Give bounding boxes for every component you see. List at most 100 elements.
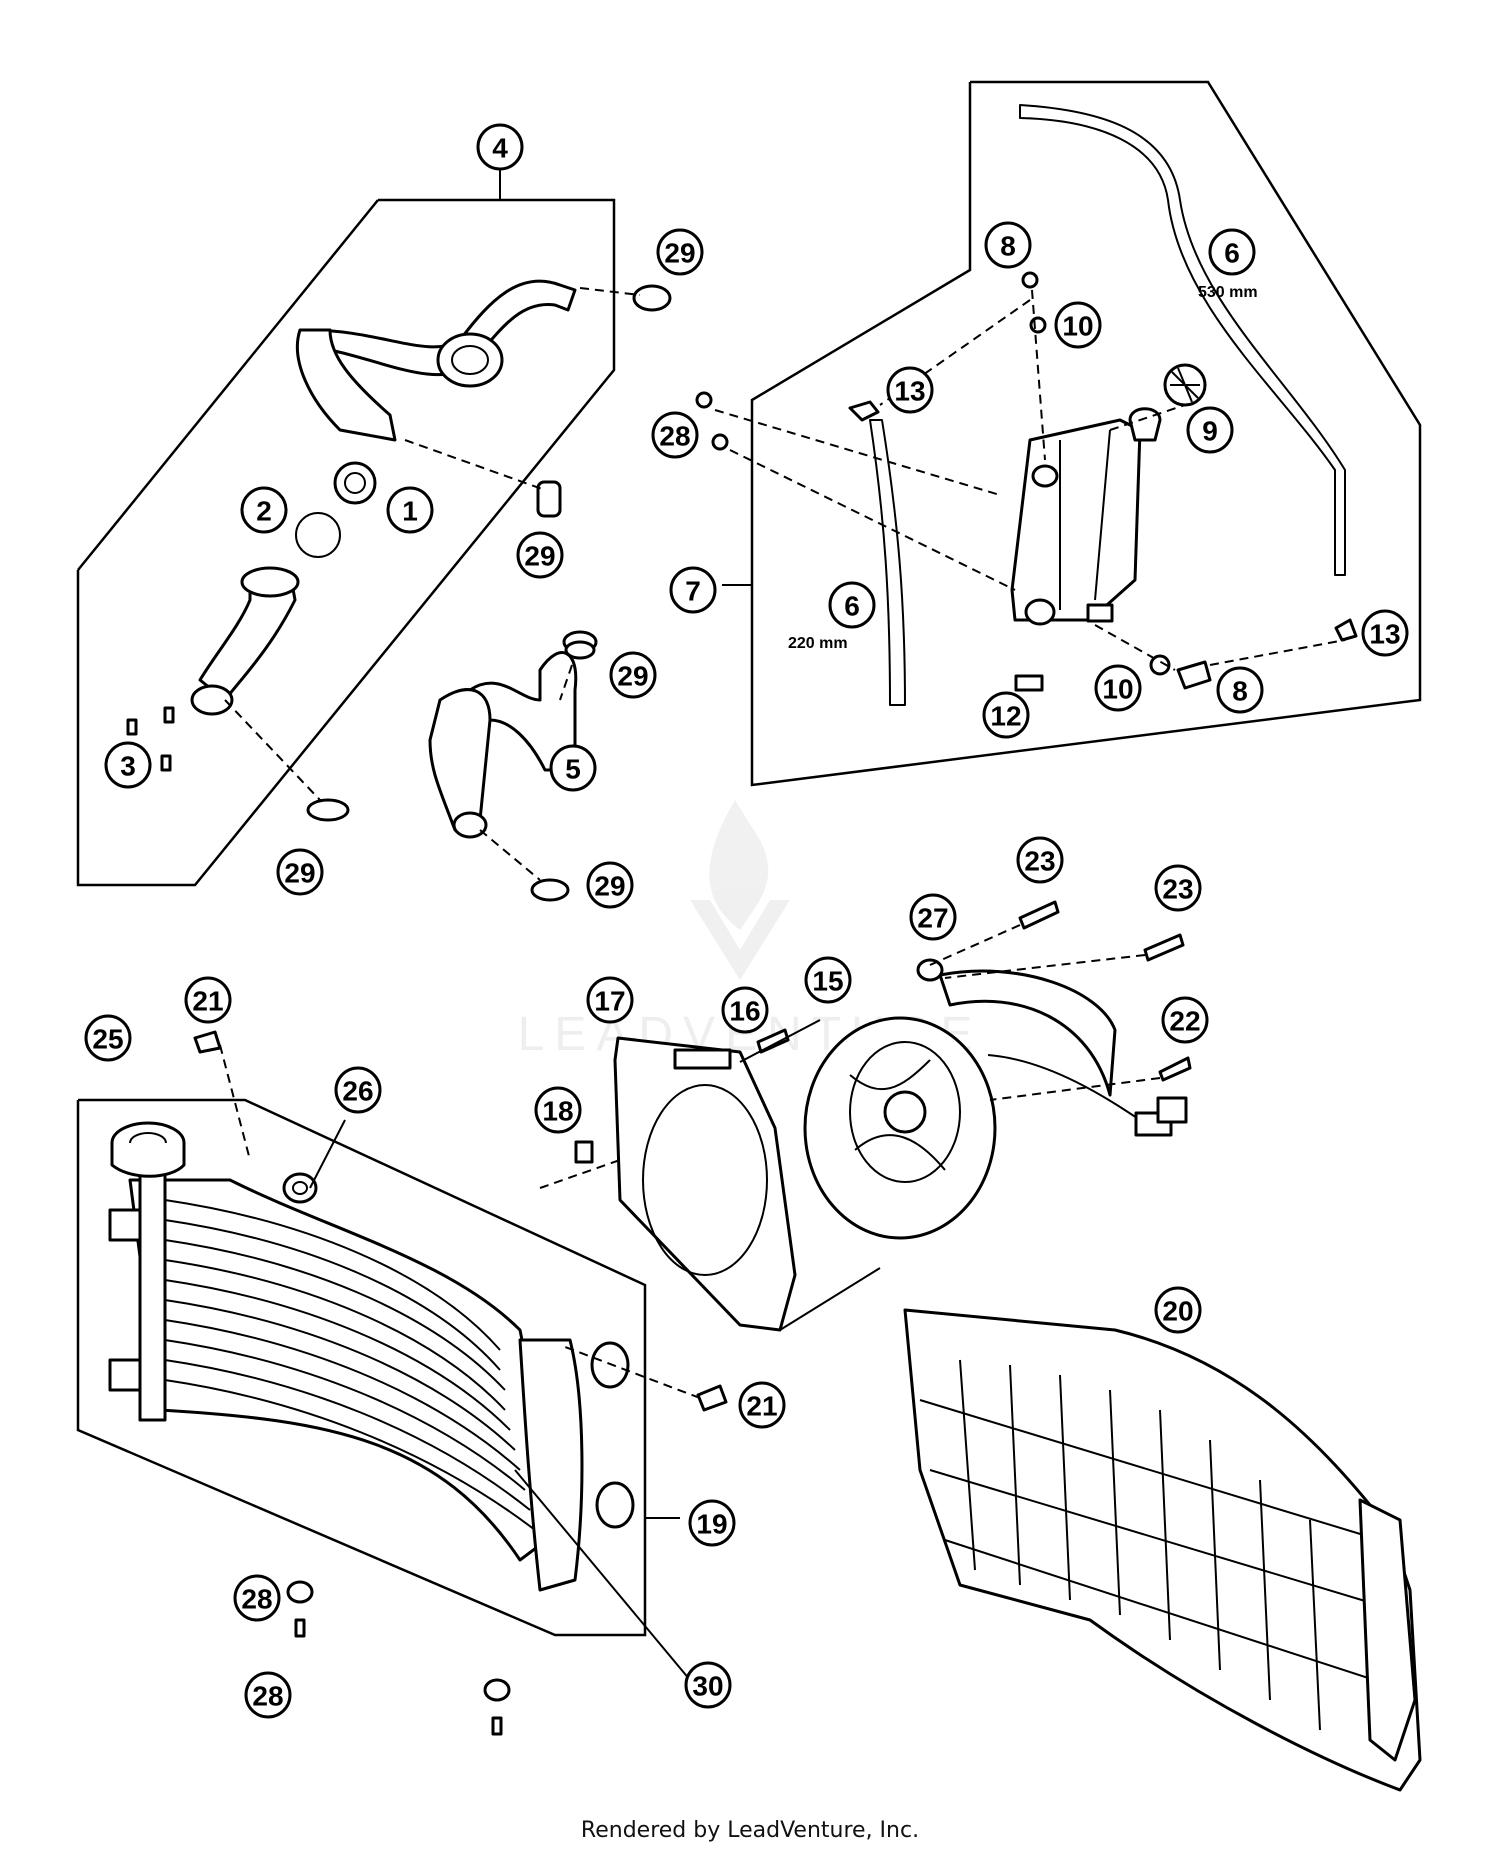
dimension-label-short: 220 mm <box>788 635 848 652</box>
reservoir-tank <box>1010 407 1162 626</box>
callout-label: 8 <box>1000 231 1016 262</box>
callout-label: 28 <box>252 1681 283 1712</box>
callout-label: 16 <box>729 996 760 1027</box>
callout-label: 8 <box>1232 676 1248 707</box>
callout-13: 13 <box>886 366 934 414</box>
callout-15: 15 <box>804 956 852 1004</box>
callout-4: 4 <box>476 123 524 171</box>
callout-6-2: 6 <box>828 581 876 629</box>
leader-lines-fan <box>539 924 1161 1331</box>
callout-label: 25 <box>92 1024 123 1055</box>
footer-credit: Rendered by LeadVenture, Inc. <box>580 1818 920 1843</box>
callout-label: 12 <box>990 701 1021 732</box>
callout-label: 13 <box>894 376 925 407</box>
callout-10: 10 <box>1054 301 1102 349</box>
callout-label: 1 <box>402 496 418 527</box>
thermostat-housing <box>190 461 377 716</box>
callout-21-2: 21 <box>738 1381 786 1429</box>
callout-label: 10 <box>1062 311 1093 342</box>
callout-label: 30 <box>692 1671 723 1702</box>
callout-29-4: 29 <box>276 848 324 896</box>
callout-5: 5 <box>549 744 597 792</box>
leader-lines-left <box>224 287 641 881</box>
fan-motor-15 <box>803 1016 1188 1240</box>
callout-label: 20 <box>1162 1296 1193 1327</box>
callout-label: 7 <box>685 576 701 607</box>
callout-28-3: 28 <box>244 1671 292 1719</box>
fan-fasteners <box>574 900 1192 1164</box>
callout-23-2: 23 <box>1154 864 1202 912</box>
callout-label: 15 <box>812 966 843 997</box>
callout-label: 21 <box>746 1391 777 1422</box>
callout-label: 13 <box>1369 619 1400 650</box>
callout-21: 21 <box>184 976 232 1024</box>
callout-label: 29 <box>617 661 648 692</box>
callout-label: 23 <box>1162 874 1193 905</box>
callout-label: 3 <box>120 751 136 782</box>
reservoir-cap-9 <box>1163 363 1207 407</box>
callout-19: 19 <box>688 1499 736 1547</box>
callout-layer: 1234566788910101213131516171819202121222… <box>84 123 1409 1719</box>
callout-label: 6 <box>844 591 860 622</box>
callout-26: 26 <box>334 1066 382 1114</box>
callout-29-5: 29 <box>586 861 634 909</box>
callout-13-2: 13 <box>1361 609 1409 657</box>
callout-label: 2 <box>256 496 272 527</box>
callout-8-2: 8 <box>1216 666 1264 714</box>
callout-29-2: 29 <box>516 531 564 579</box>
callout-label: 22 <box>1169 1006 1200 1037</box>
callout-2: 2 <box>240 486 288 534</box>
upper-radiator-hose <box>295 279 577 442</box>
callout-27: 27 <box>909 893 957 941</box>
callout-label: 6 <box>1224 238 1240 269</box>
callout-label: 28 <box>659 421 690 452</box>
callout-label: 4 <box>492 133 508 164</box>
callout-29: 29 <box>656 228 704 276</box>
callout-18: 18 <box>534 1086 582 1134</box>
callout-label: 28 <box>241 1584 272 1615</box>
callout-label: 19 <box>696 1509 727 1540</box>
callout-label: 29 <box>664 238 695 269</box>
reservoir-small-parts <box>695 271 1358 692</box>
callout-28: 28 <box>651 411 699 459</box>
callout-label: 18 <box>542 1096 573 1127</box>
callout-label: 26 <box>342 1076 373 1107</box>
callout-8: 8 <box>984 221 1032 269</box>
callout-12: 12 <box>982 691 1030 739</box>
callout-22: 22 <box>1161 996 1209 1044</box>
callout-30: 30 <box>684 1661 732 1709</box>
radiator-fasteners <box>193 1030 728 1736</box>
callout-28-2: 28 <box>233 1574 281 1622</box>
radiator-cap-25 <box>110 1121 186 1178</box>
callout-23: 23 <box>1016 836 1064 884</box>
callout-label: 21 <box>192 986 223 1017</box>
callout-label: 29 <box>524 541 555 572</box>
callout-6: 6 <box>1208 228 1256 276</box>
reservoir-group-frame <box>722 80 1422 787</box>
callout-29-3: 29 <box>609 651 657 699</box>
callout-label: 27 <box>917 903 948 934</box>
hose-group-frame <box>76 165 616 887</box>
callout-20: 20 <box>1154 1286 1202 1334</box>
callout-10-2: 10 <box>1094 664 1142 712</box>
callout-label: 5 <box>565 754 581 785</box>
callout-16: 16 <box>721 986 769 1034</box>
callout-3: 3 <box>104 741 152 789</box>
overflow-hose-short <box>869 419 906 706</box>
callout-label: 10 <box>1102 674 1133 705</box>
callout-7: 7 <box>669 566 717 614</box>
callout-25: 25 <box>84 1014 132 1062</box>
fan-cover-27 <box>916 958 1117 1097</box>
callout-label: 29 <box>284 858 315 889</box>
callout-1: 1 <box>386 486 434 534</box>
overflow-hose-long <box>1019 104 1346 576</box>
radiator-core <box>108 1168 635 1592</box>
callout-label: 29 <box>594 871 625 902</box>
small-bolts <box>126 706 175 772</box>
lower-hose-5 <box>428 630 598 902</box>
fan-shroud-17 <box>613 1036 797 1332</box>
leader-lines-radiator <box>219 1044 701 1681</box>
callout-9: 9 <box>1186 406 1234 454</box>
dimension-label-long: 530 mm <box>1198 284 1258 301</box>
